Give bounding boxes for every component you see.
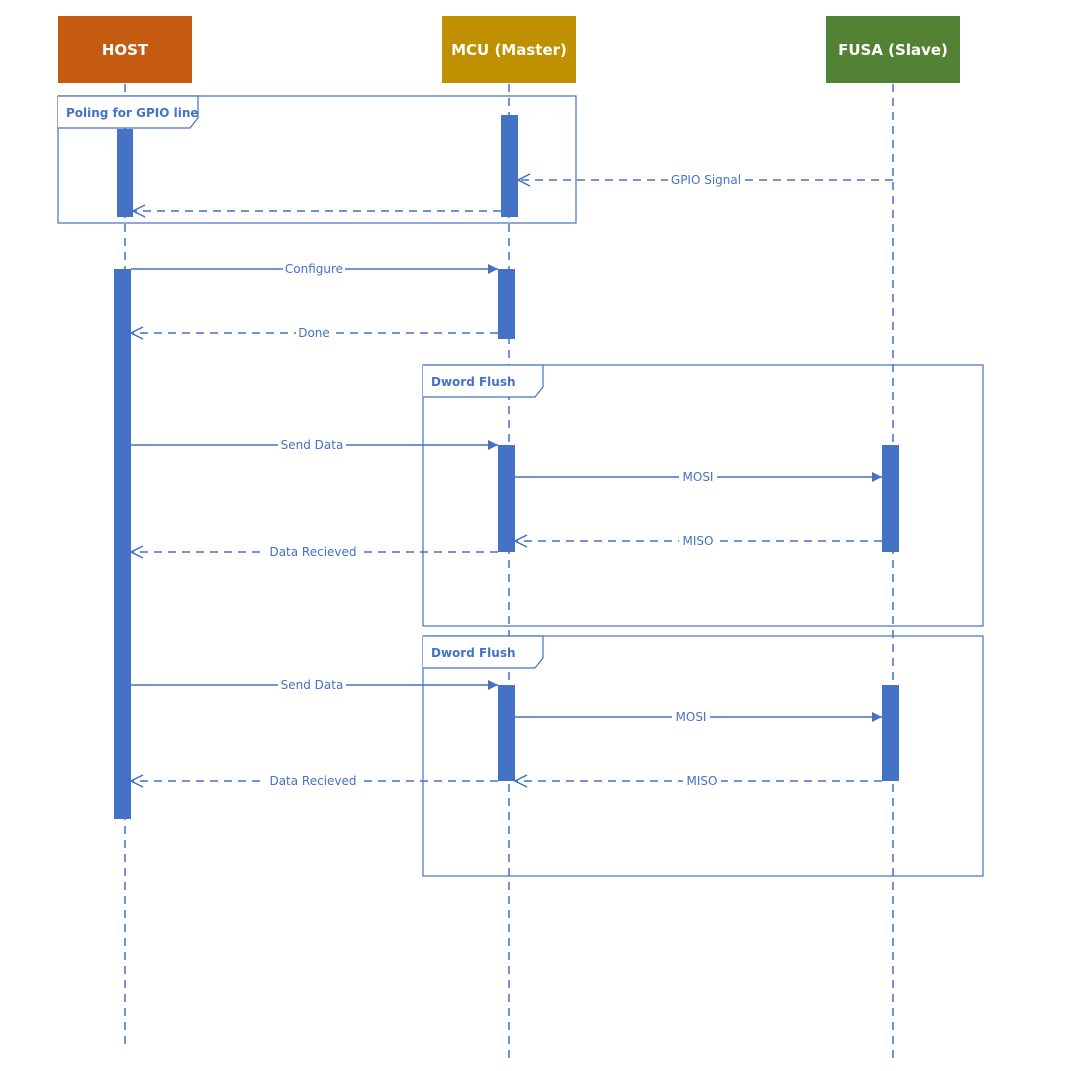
frame-dword-flush-2-tab (423, 635, 544, 669)
message-miso-2-label: MISO (687, 774, 718, 788)
frame-dword-flush-1-tab (423, 364, 544, 398)
frame-dword-flush-1: Dword Flush (422, 364, 984, 627)
participant-fusa: FUSA (Slave) (826, 16, 960, 83)
message-data-received-2-label: Data Recieved (269, 774, 356, 788)
activation-mcu-3 (498, 445, 515, 552)
message-miso-2: MISO (515, 773, 882, 789)
frame-dword-flush-2: Dword Flush (422, 635, 984, 877)
message-mosi-1: MOSI (515, 469, 882, 485)
frame-poling: Poling for GPIO line (57, 95, 577, 224)
participant-host-box (58, 16, 192, 83)
message-data-received-1-label: Data Recieved (269, 545, 356, 559)
message-mosi-1-label-bg (679, 469, 717, 485)
frame-dword-flush-1-label: Dword Flush (431, 375, 516, 389)
frame-dword-flush-2-label: Dword Flush (431, 646, 516, 660)
activation-fusa-2 (882, 685, 899, 781)
activation-mcu-4 (498, 685, 515, 781)
message-done: Done (131, 325, 498, 341)
message-mosi-2-label: MOSI (676, 710, 707, 724)
participant-fusa-box (826, 16, 960, 83)
message-configure-label-bg (283, 261, 345, 277)
participant-mcu: MCU (Master) (442, 16, 576, 83)
activation-mcu-2 (498, 269, 515, 339)
message-gpio-signal: GPIO Signal (518, 172, 893, 188)
activation-mcu-1 (501, 115, 518, 217)
frame-dword-flush-2-box (422, 635, 984, 877)
message-send-data-2: Send Data (131, 677, 498, 693)
message-miso-2-label-bg (683, 773, 721, 789)
participant-fusa-label: FUSA (Slave) (838, 41, 948, 59)
message-miso-1: MISO (515, 533, 882, 549)
message-mosi-2-label-bg (672, 709, 710, 725)
message-miso-1-label: MISO (683, 534, 714, 548)
message-miso-1-label-bg (679, 533, 717, 549)
message-done-label-bg (296, 325, 332, 341)
message-send-data-2-label: Send Data (281, 678, 344, 692)
message-send-data-1-label: Send Data (281, 438, 344, 452)
message-configure-label: Configure (285, 262, 343, 276)
message-mosi-1-label: MOSI (683, 470, 714, 484)
activation-fusa-1 (882, 445, 899, 552)
message-data-received-1-label-bg (266, 544, 360, 560)
participant-host-label: HOST (102, 41, 149, 59)
message-configure: Configure (131, 261, 498, 277)
participant-host: HOST (58, 16, 192, 83)
participant-mcu-label: MCU (Master) (451, 41, 567, 59)
message-gpio-signal-label-bg (668, 172, 744, 188)
message-gpio-signal-label: GPIO Signal (671, 173, 741, 187)
message-data-received-2: Data Recieved (131, 773, 498, 789)
message-send-data-2-label-bg (278, 677, 346, 693)
message-send-data-1-label-bg (278, 437, 346, 453)
message-done-label: Done (298, 326, 330, 340)
participant-mcu-box (442, 16, 576, 83)
frame-poling-label: Poling for GPIO line (66, 106, 199, 120)
message-mosi-2: MOSI (515, 709, 882, 725)
message-data-received-2-label-bg (266, 773, 360, 789)
activation-host-1 (117, 129, 133, 217)
activation-host-2 (114, 269, 131, 819)
frame-dword-flush-1-box (422, 364, 984, 627)
frame-poling-box (57, 95, 577, 224)
frame-poling-tab (58, 95, 199, 129)
message-send-data-1: Send Data (131, 437, 498, 453)
message-data-received-1: Data Recieved (131, 544, 498, 560)
